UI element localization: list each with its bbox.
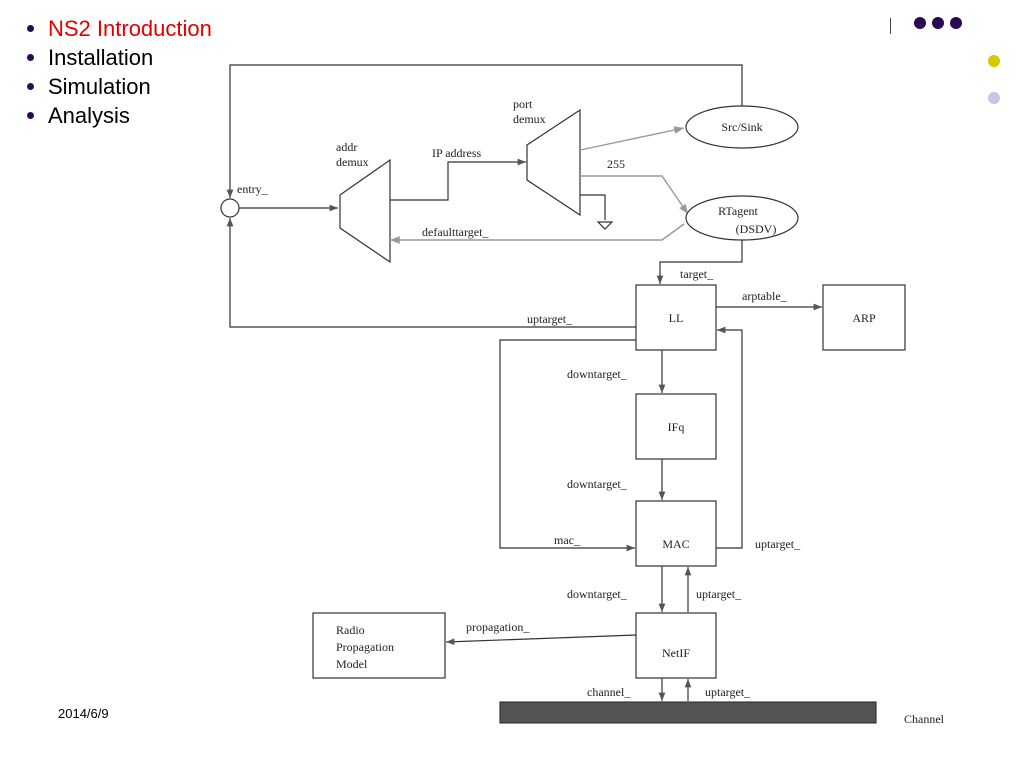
downtarget-2-label: downtarget_: [567, 477, 628, 491]
channel-label: Channel: [904, 712, 945, 726]
ll-label: LL: [669, 311, 684, 325]
netif-label: NetIF: [662, 646, 690, 660]
nav-item-label: Analysis: [48, 102, 130, 128]
bullet-icon: [27, 112, 34, 119]
target-label: target_: [680, 267, 714, 281]
uptarget-mac-connector: [716, 326, 743, 549]
downtarget-3-label: downtarget_: [567, 587, 628, 601]
nav-item-installation[interactable]: Installation: [20, 43, 212, 72]
arp-box: [822, 284, 906, 351]
channel-link-label: channel_: [587, 685, 631, 699]
propagation-connector: [445, 634, 637, 646]
nav-item-label: NS2 Introduction: [48, 15, 212, 41]
uptarget-ll-label: uptarget_: [527, 312, 573, 326]
entry-point: [220, 198, 240, 218]
bullet-icon: [27, 25, 34, 32]
nav-item-simulation[interactable]: Simulation: [20, 72, 212, 101]
port-demux-shape: [526, 108, 581, 217]
uptarget-mac-label: uptarget_: [755, 537, 801, 551]
footer-date: 2014/6/9: [58, 706, 109, 721]
port-to-srcsink-connector: [579, 126, 685, 151]
radio-model-box: [312, 612, 446, 679]
src-sink-label: Src/Sink: [721, 120, 762, 134]
nav-item-ns2-introduction[interactable]: NS2 Introduction: [20, 14, 212, 43]
radio-model-label: Radio: [336, 623, 365, 637]
dot-icon: [932, 17, 944, 29]
ll-box: [635, 284, 717, 351]
port-to-rtagent-connector: [580, 175, 689, 215]
uptarget-ll-connector: [226, 218, 636, 328]
channel-bar: [499, 701, 877, 724]
rtagent-label: RTagent: [718, 204, 758, 218]
dot-icon: [914, 17, 926, 29]
downtarget-1-label: downtarget_: [567, 367, 628, 381]
src-sink-ellipse: [685, 105, 799, 149]
rtagent-label: (DSDV): [736, 222, 777, 236]
ip-address-connector: [390, 158, 526, 201]
netif-box: [635, 612, 717, 679]
port-demux-label: port: [513, 97, 533, 111]
addr-demux-label: addr: [336, 140, 357, 154]
entry-label: entry_: [237, 182, 269, 196]
yellow-dot-icon: [988, 55, 1000, 67]
target-connector: [656, 232, 743, 284]
rtagent-ellipse: [685, 195, 799, 241]
propagation-label: propagation_: [466, 620, 530, 634]
loop-connector: [226, 64, 743, 198]
nav-item-label: Simulation: [48, 73, 151, 99]
mac-link-label: mac_: [554, 533, 581, 547]
lavender-dot-icon: [988, 92, 1000, 104]
header-divider: [890, 18, 891, 34]
bullet-icon: [27, 83, 34, 90]
nav-item-label: Installation: [48, 44, 154, 70]
num-255-label: 255: [607, 157, 625, 171]
mac-link-connector: [499, 339, 636, 552]
radio-model-label: Propagation: [336, 640, 394, 654]
bullet-icon: [27, 54, 34, 61]
defaulttarget-connector: [390, 223, 685, 244]
uptarget-channel-label: uptarget_: [705, 685, 751, 699]
addr-demux-shape: [339, 158, 391, 264]
mac-box: [635, 500, 717, 567]
dot-icon: [950, 17, 962, 29]
addr-demux-label: demux: [336, 155, 369, 169]
arptable-label: arptable_: [742, 289, 788, 303]
ground-icon: [596, 221, 614, 230]
bullet-list: NS2 Introduction Installation Simulation…: [20, 14, 212, 130]
ifq-label: IFq: [668, 420, 685, 434]
mac-label: MAC: [662, 537, 689, 551]
ifq-box: [635, 393, 717, 460]
nav-item-analysis[interactable]: Analysis: [20, 101, 212, 130]
uptarget-netif-label: uptarget_: [696, 587, 742, 601]
ip-address-label: IP address: [432, 146, 482, 160]
port-demux-label: demux: [513, 112, 546, 126]
defaulttarget-label: defaulttarget_: [422, 225, 489, 239]
arp-label: ARP: [852, 311, 876, 325]
radio-model-label: Model: [336, 657, 368, 671]
ground-connector: [580, 194, 606, 220]
